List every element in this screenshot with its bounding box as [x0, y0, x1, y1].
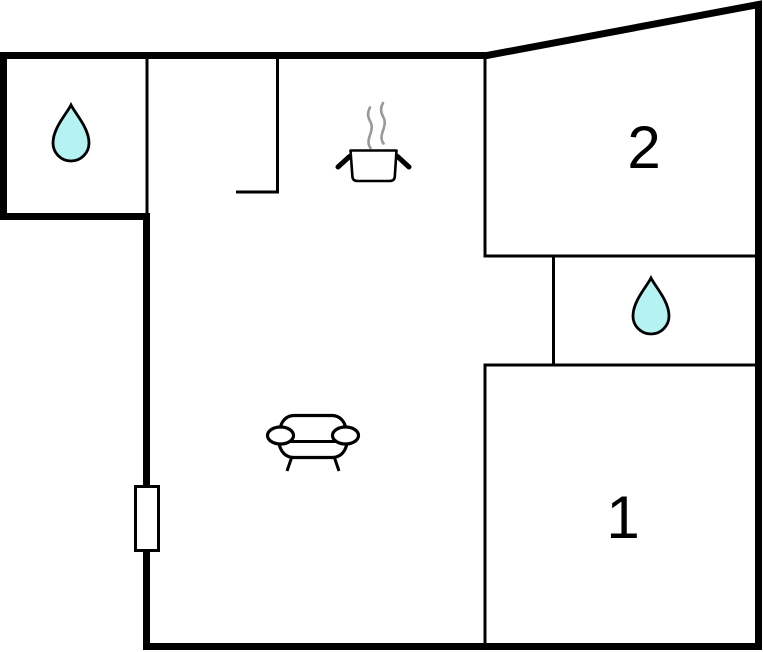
- pot-body: [349, 149, 398, 183]
- sofa-seat: [276, 432, 350, 460]
- kitchen-partition-wall: [236, 55, 279, 194]
- water-drop-shape: [631, 274, 671, 336]
- water-drop-icon: [51, 101, 91, 163]
- steam-line: [379, 101, 386, 145]
- window-icon: [134, 485, 160, 552]
- water-drop-shape: [51, 101, 91, 163]
- cooking-pot-icon: [335, 101, 412, 183]
- steam-line: [366, 106, 373, 150]
- water-drop-icon: [631, 274, 671, 336]
- room-1-label: 1: [606, 484, 639, 551]
- pot-handle-right: [395, 154, 412, 170]
- room-2-label: 2: [627, 114, 660, 181]
- sofa-armrest-left: [265, 425, 296, 446]
- pot-handle-left: [335, 154, 352, 170]
- sofa-armrest-right: [330, 425, 361, 446]
- sofa-icon: [265, 413, 361, 472]
- steam-icon: [366, 101, 386, 150]
